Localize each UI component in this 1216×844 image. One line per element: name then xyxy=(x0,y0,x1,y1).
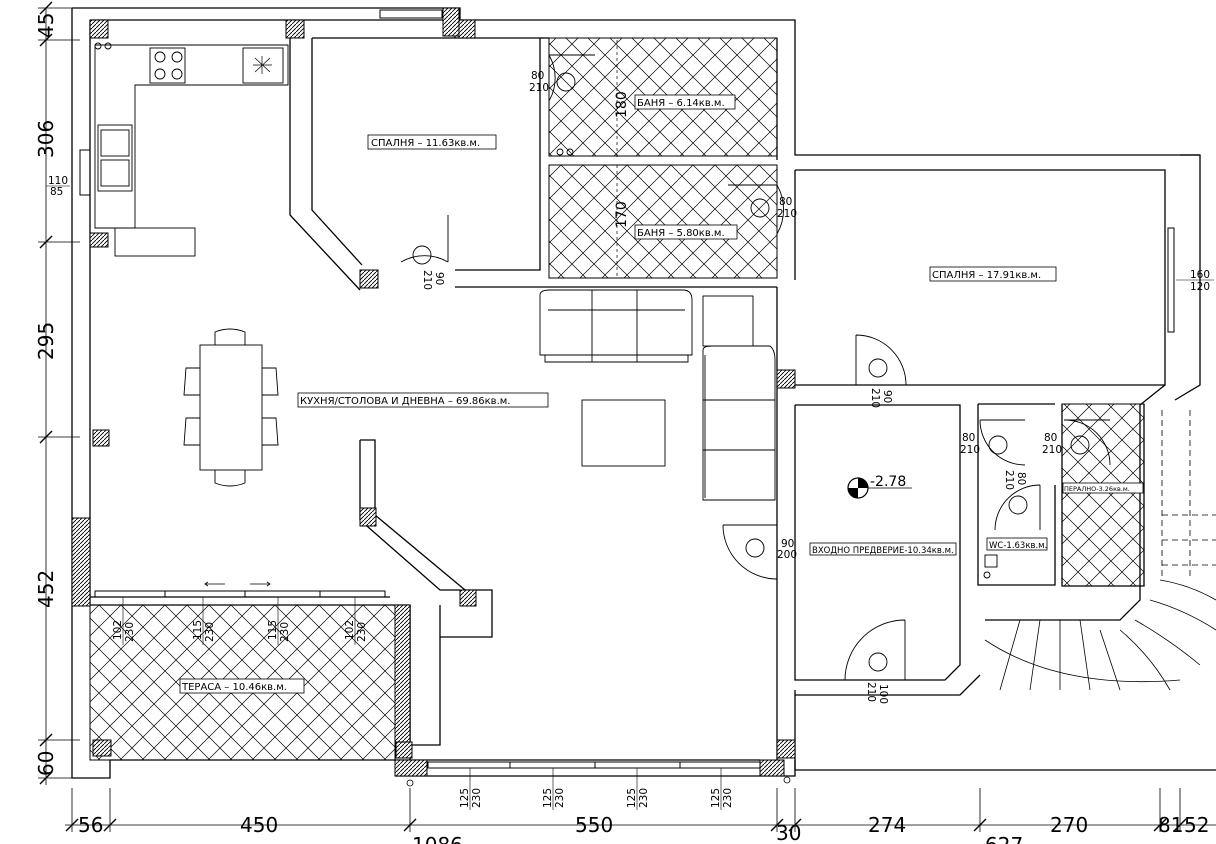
terrace-door3-w: 115 xyxy=(267,620,279,640)
wc-door-w: 80 xyxy=(1015,472,1027,485)
kitchen-window-h: 85 xyxy=(50,186,63,198)
terrace-door3-h: 230 xyxy=(279,622,291,642)
dim-bottom-56: 56 xyxy=(78,813,103,837)
terrace-doors xyxy=(94,581,386,598)
doors xyxy=(400,54,1111,681)
terrace-door4-w: 102 xyxy=(344,620,356,640)
dim-bottom-450: 450 xyxy=(240,813,278,837)
hatched-areas xyxy=(89,37,1145,761)
room-labels: СПАЛНЯ – 11.63кв.м. БАНЯ – 6.14кв.м. БАН… xyxy=(179,94,1144,694)
wc-door-h: 210 xyxy=(1003,470,1015,490)
south-window1-h: 230 xyxy=(471,788,483,808)
level-value: -2.78 xyxy=(870,474,906,490)
south-window3-h: 230 xyxy=(638,788,650,808)
bath1-height: 180 xyxy=(614,91,630,118)
bath2-door-w: 80 xyxy=(779,196,792,208)
laundry-door-w: 80 xyxy=(1044,432,1057,444)
dim-bottom-1086: 1086 xyxy=(412,833,463,844)
kitchen-window-w: 110 xyxy=(48,175,68,187)
laundry-tiles xyxy=(1061,403,1145,587)
terrace-door1-h: 230 xyxy=(124,622,136,642)
dim-bottom-270: 270 xyxy=(1050,813,1088,837)
left-dimension-chain: 45 306 295 452 60 xyxy=(34,1,80,785)
entry-door-h: 210 xyxy=(960,444,980,456)
label-bedroom2: СПАЛНЯ – 17.91кв.м. xyxy=(932,270,1041,281)
bedroom1-door-h: 210 xyxy=(421,270,433,290)
bath-fixtures xyxy=(556,148,998,579)
label-terrace: ТЕРАСА – 10.46кв.м. xyxy=(181,682,287,693)
dim-bottom-30: 30 xyxy=(776,821,801,844)
front-door-h: 210 xyxy=(865,682,877,702)
dim-left-452: 452 xyxy=(34,570,58,608)
terrace-door1-w: 102 xyxy=(112,620,124,640)
terrace-door2-h: 230 xyxy=(204,622,216,642)
south-window1-w: 125 xyxy=(459,788,471,808)
bedroom1-door-w: 90 xyxy=(433,272,445,285)
sofa-group xyxy=(539,289,776,501)
dim-left-60: 60 xyxy=(34,751,58,776)
label-entry: ВХОДНО ПРЕДВЕРИЕ-10.34кв.м. xyxy=(812,546,954,556)
label-living: КУХНЯ/СТОЛОВА И ДНЕВНА – 69.86кв.м. xyxy=(300,396,510,407)
south-windows xyxy=(79,9,1175,769)
kitchen-counter xyxy=(94,42,289,257)
dim-bottom-550: 550 xyxy=(575,813,613,837)
living-door-w: 90 xyxy=(781,538,794,550)
label-wc: WC-1.63кв.м. xyxy=(989,541,1047,551)
terrace-door4-h: 230 xyxy=(356,622,368,642)
dining-table xyxy=(183,328,279,487)
dim-bottom-52: 52 xyxy=(1184,813,1209,837)
door-labels: 80 210 80 210 90 210 90 210 90 200 80 21… xyxy=(421,70,1062,704)
living-door-h: 200 xyxy=(777,549,797,561)
columns xyxy=(71,7,796,777)
dim-bottom-274: 274 xyxy=(868,813,906,837)
entry-door-w: 80 xyxy=(962,432,975,444)
south-window4-h: 230 xyxy=(722,788,734,808)
double-sink xyxy=(97,124,133,192)
bath2-door-h: 210 xyxy=(777,208,797,220)
bottom-dimension-chain: 56 450 550 30 274 270 81 52 1086 627 xyxy=(65,776,1216,844)
bedroom2-door-w: 90 xyxy=(881,390,893,403)
south-window4-w: 125 xyxy=(710,788,722,808)
level-marker: -2.78 xyxy=(847,474,912,499)
label-laundry: ПЕРАЛНО-3.26кв.м. xyxy=(1064,485,1130,493)
bedroom2-window-w: 160 xyxy=(1190,269,1210,281)
dim-left-306: 306 xyxy=(34,120,58,158)
dim-left-295: 295 xyxy=(34,322,58,360)
laundry-door-h: 210 xyxy=(1042,444,1062,456)
bath2-height: 170 xyxy=(614,201,630,228)
bedroom2-window-h: 120 xyxy=(1190,281,1210,293)
dim-bottom-627: 627 xyxy=(985,833,1023,844)
bedroom2-door-h: 210 xyxy=(869,388,881,408)
dim-left-45: 45 xyxy=(34,13,58,38)
dim-bottom-81: 81 xyxy=(1158,813,1183,837)
label-bath2: БАНЯ – 5.80кв.м. xyxy=(637,228,725,239)
south-window3-w: 125 xyxy=(626,788,638,808)
south-window2-w: 125 xyxy=(542,788,554,808)
terrace-door2-w: 115 xyxy=(192,620,204,640)
wall-height-labels: 180 170 xyxy=(614,40,630,278)
sink-fridge xyxy=(242,47,284,84)
stairs xyxy=(984,410,1216,691)
south-window2-h: 230 xyxy=(554,788,566,808)
front-door-w: 100 xyxy=(877,684,889,704)
bath2-tiles xyxy=(548,164,778,279)
label-bath1: БАНЯ – 6.14кв.м. xyxy=(637,98,725,109)
bath1-door-h: 210 xyxy=(529,82,549,94)
window-labels: 110 85 160 120 102 230 115 230 115 230 1… xyxy=(46,175,1214,810)
label-bedroom1: СПАЛНЯ – 11.63кв.м. xyxy=(371,138,480,149)
hob xyxy=(149,47,186,84)
bath1-door-w: 80 xyxy=(531,70,544,82)
